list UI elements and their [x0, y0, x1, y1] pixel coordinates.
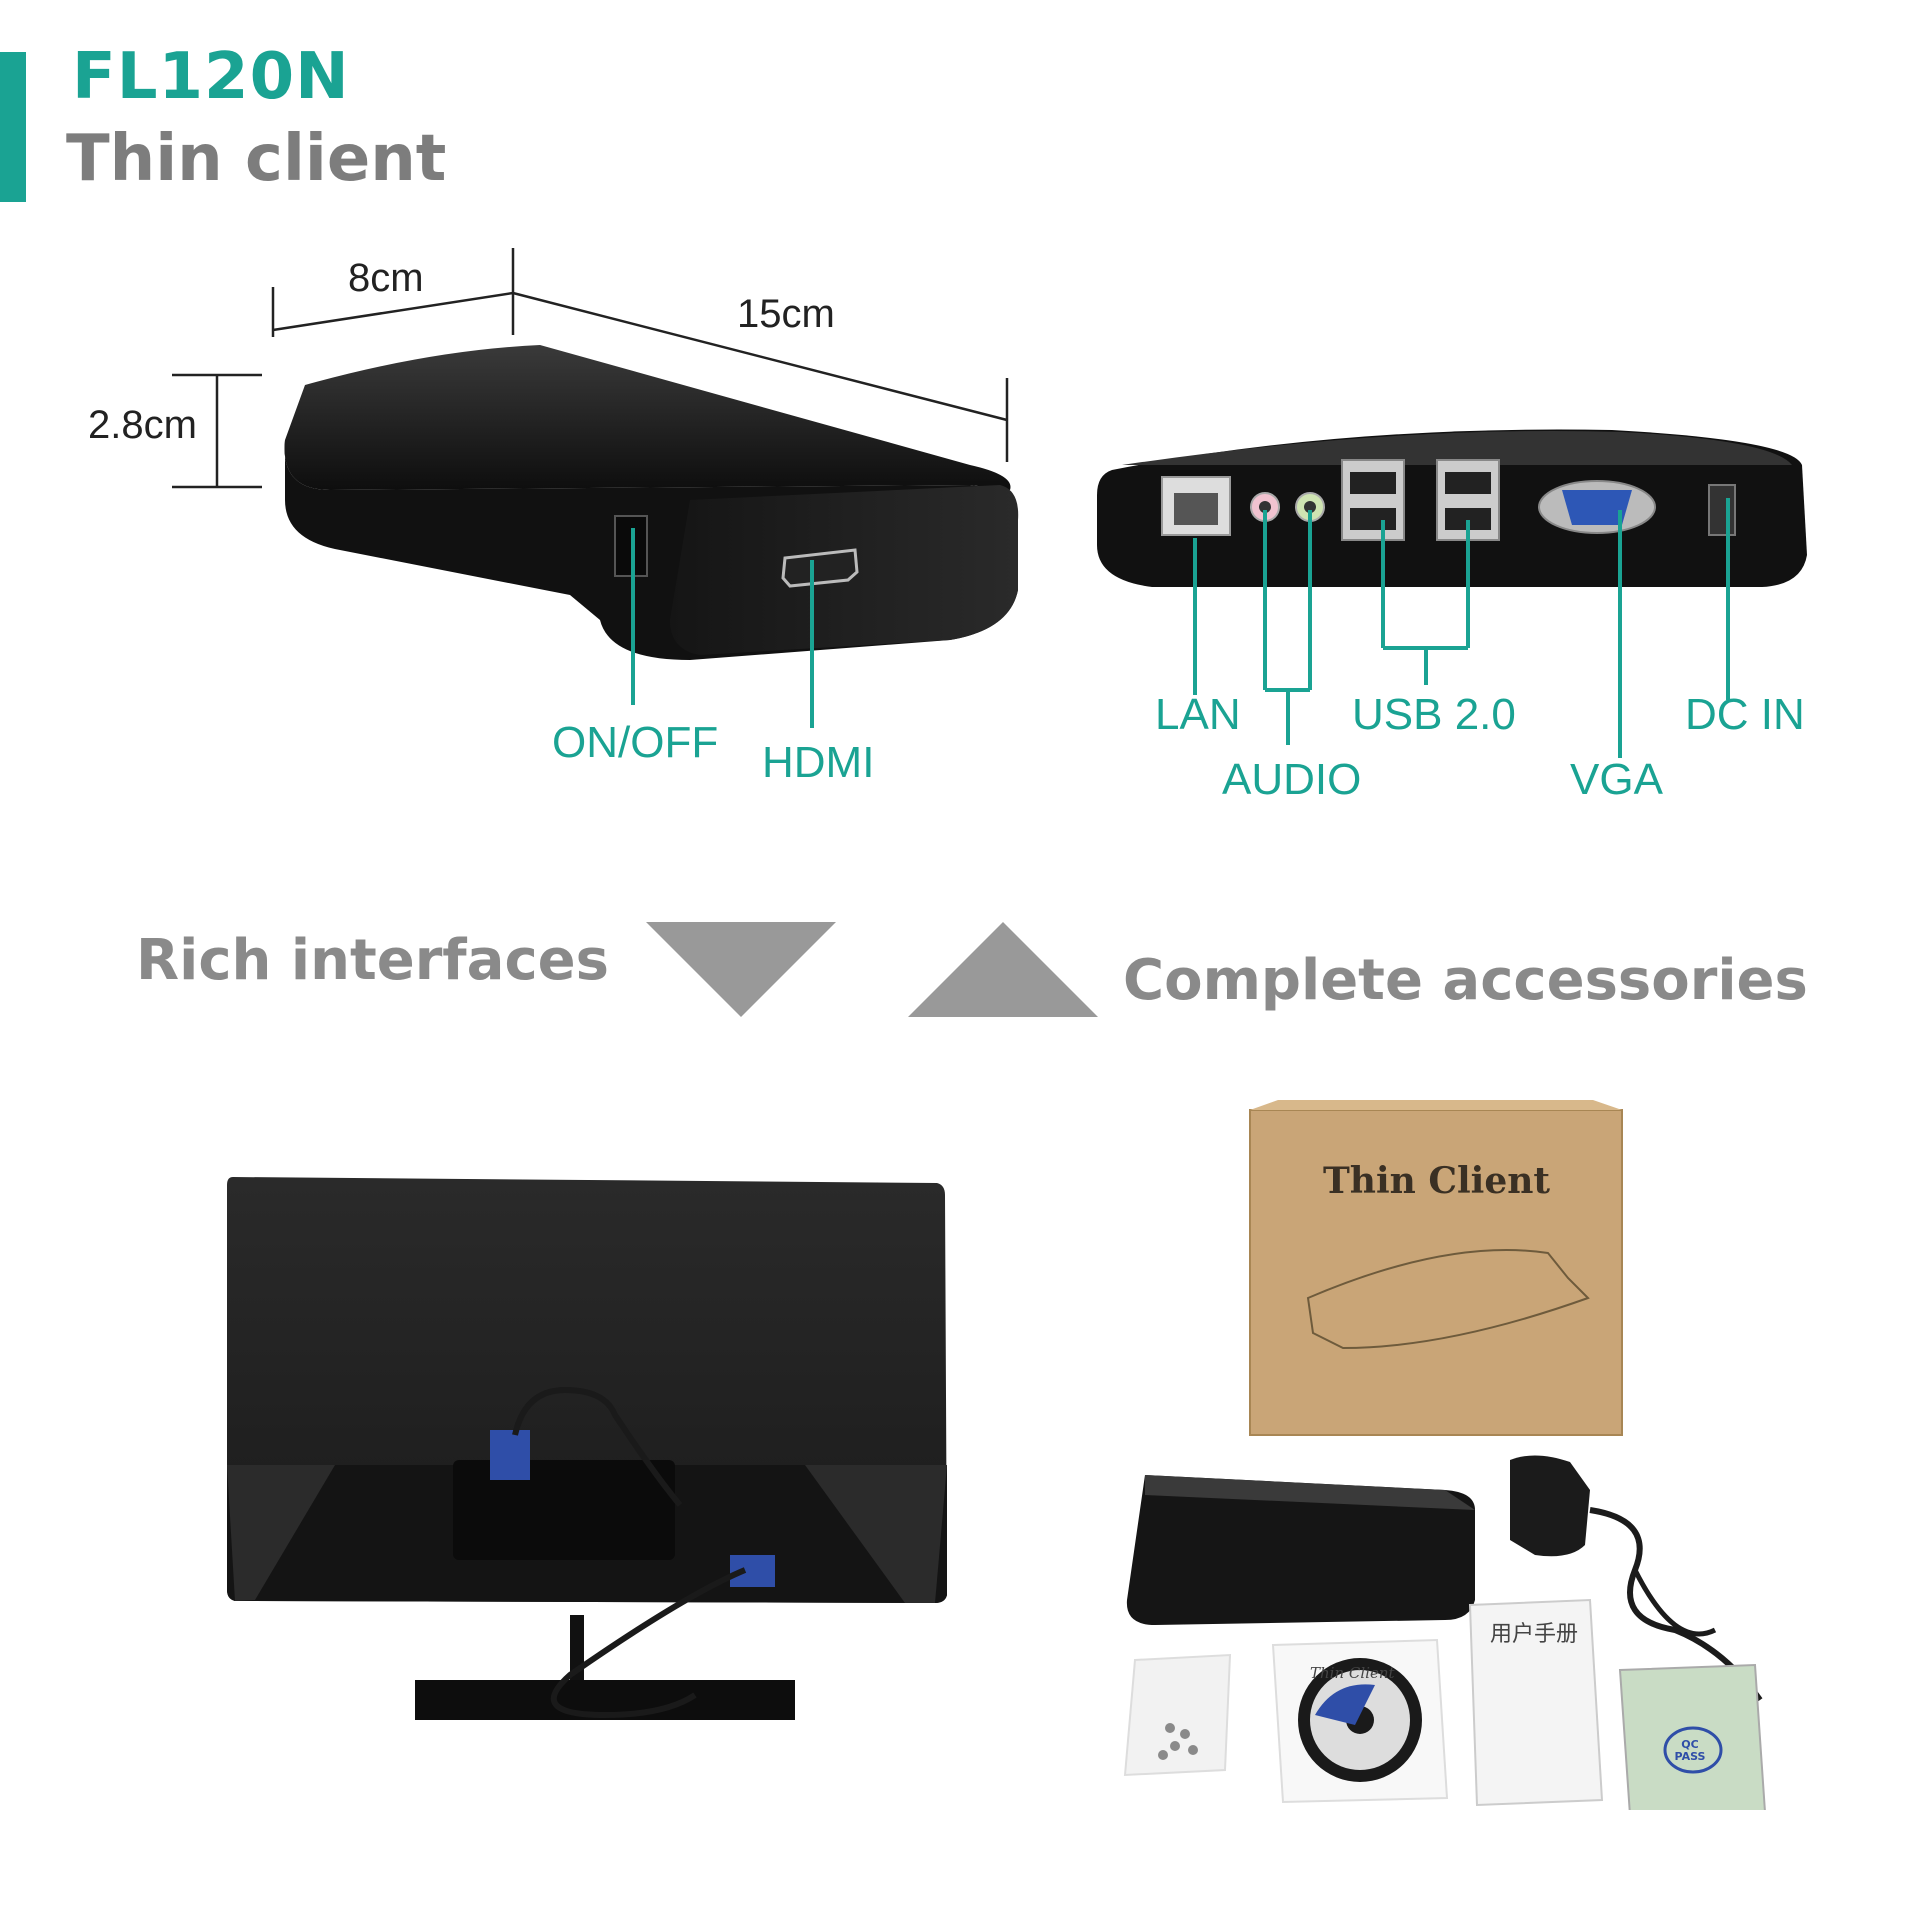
triangle-down-icon	[646, 922, 836, 1017]
qc-pass-stamp: QC PASS	[1674, 1738, 1706, 1763]
device-front-image	[284, 345, 1019, 660]
label-lan: LAN	[1155, 690, 1241, 739]
label-hdmi: HDMI	[762, 738, 875, 787]
label-dc-in: DC IN	[1685, 690, 1805, 739]
disc-label: Thin Client	[1310, 1664, 1395, 1682]
device-rear-image	[1097, 429, 1807, 587]
monitor-with-thin-client-image	[227, 1177, 947, 1720]
label-on-off: ON/OFF	[552, 718, 719, 767]
triangle-up-icon	[908, 922, 1098, 1017]
label-usb: USB 2.0	[1352, 690, 1516, 739]
label-vga: VGA	[1570, 755, 1663, 804]
accessories-image	[1123, 1455, 1766, 1810]
box-label: Thin Client	[1323, 1160, 1551, 1202]
feature-complete-accessories: Complete accessories	[1123, 948, 1808, 1013]
product-box-image	[1249, 1100, 1623, 1436]
label-audio: AUDIO	[1222, 755, 1362, 804]
accent-bar	[0, 52, 26, 202]
feature-rich-interfaces: Rich interfaces	[136, 928, 609, 993]
model-name: FL120N	[72, 40, 350, 114]
manual-title: 用户手册	[1490, 1622, 1579, 1647]
product-subtitle: Thin client	[66, 122, 447, 196]
dim-length: 15cm	[737, 292, 835, 336]
dim-width: 8cm	[348, 256, 424, 300]
dim-height: 2.8cm	[88, 403, 197, 447]
